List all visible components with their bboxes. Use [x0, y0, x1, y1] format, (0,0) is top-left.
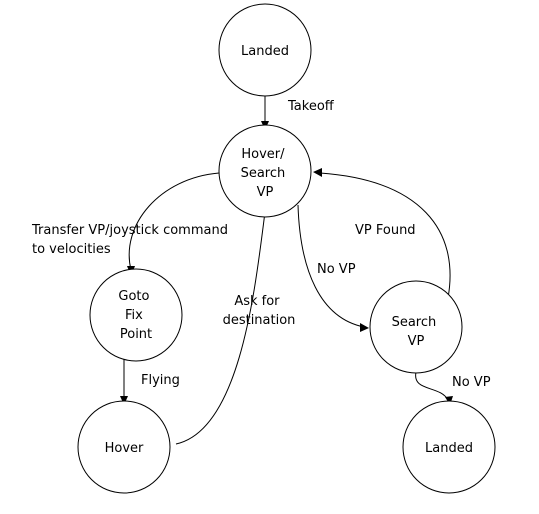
edge-label-flying: Flying	[141, 373, 180, 388]
node-goto-fix-point-shape	[89, 268, 183, 362]
edge-label-ask-destination: Ask for destination	[223, 294, 296, 328]
node-search-vp-label: Search VP	[392, 315, 441, 349]
edge-no-vp-1-arrowhead	[360, 323, 369, 332]
edge-label-vp-found: VP Found	[355, 223, 416, 238]
node-goto-fix-point-label: Goto Fix Point	[118, 289, 153, 342]
node-landed-bottom-shape	[402, 400, 496, 494]
edge-vp-found-arrowhead	[313, 168, 322, 177]
edge-label-no-vp-2: No VP	[452, 375, 491, 390]
node-hover-search-shape	[218, 124, 312, 218]
node-hover-search-label: Hover/ Search VP	[241, 147, 290, 200]
edge-label-transfer: Transfer VP/joystick command to velociti…	[31, 223, 232, 257]
edge-no-vp-2	[415, 371, 449, 401]
edge-label-takeoff: Takeoff	[287, 99, 335, 114]
node-landed-bottom-label: Landed	[425, 441, 473, 456]
edge-transfer	[128, 172, 220, 271]
node-hover-shape	[77, 400, 171, 494]
edge-label-no-vp-1: No VP	[317, 262, 356, 277]
node-hover-label: Hover	[105, 441, 144, 456]
edge-vp-found	[319, 172, 451, 299]
edge-ask-destination	[175, 211, 266, 445]
node-search-vp-shape	[369, 280, 463, 374]
edge-no-vp-1	[297, 204, 365, 328]
node-landed-top-label: Landed	[241, 44, 289, 59]
node-landed-top-shape	[218, 3, 312, 97]
